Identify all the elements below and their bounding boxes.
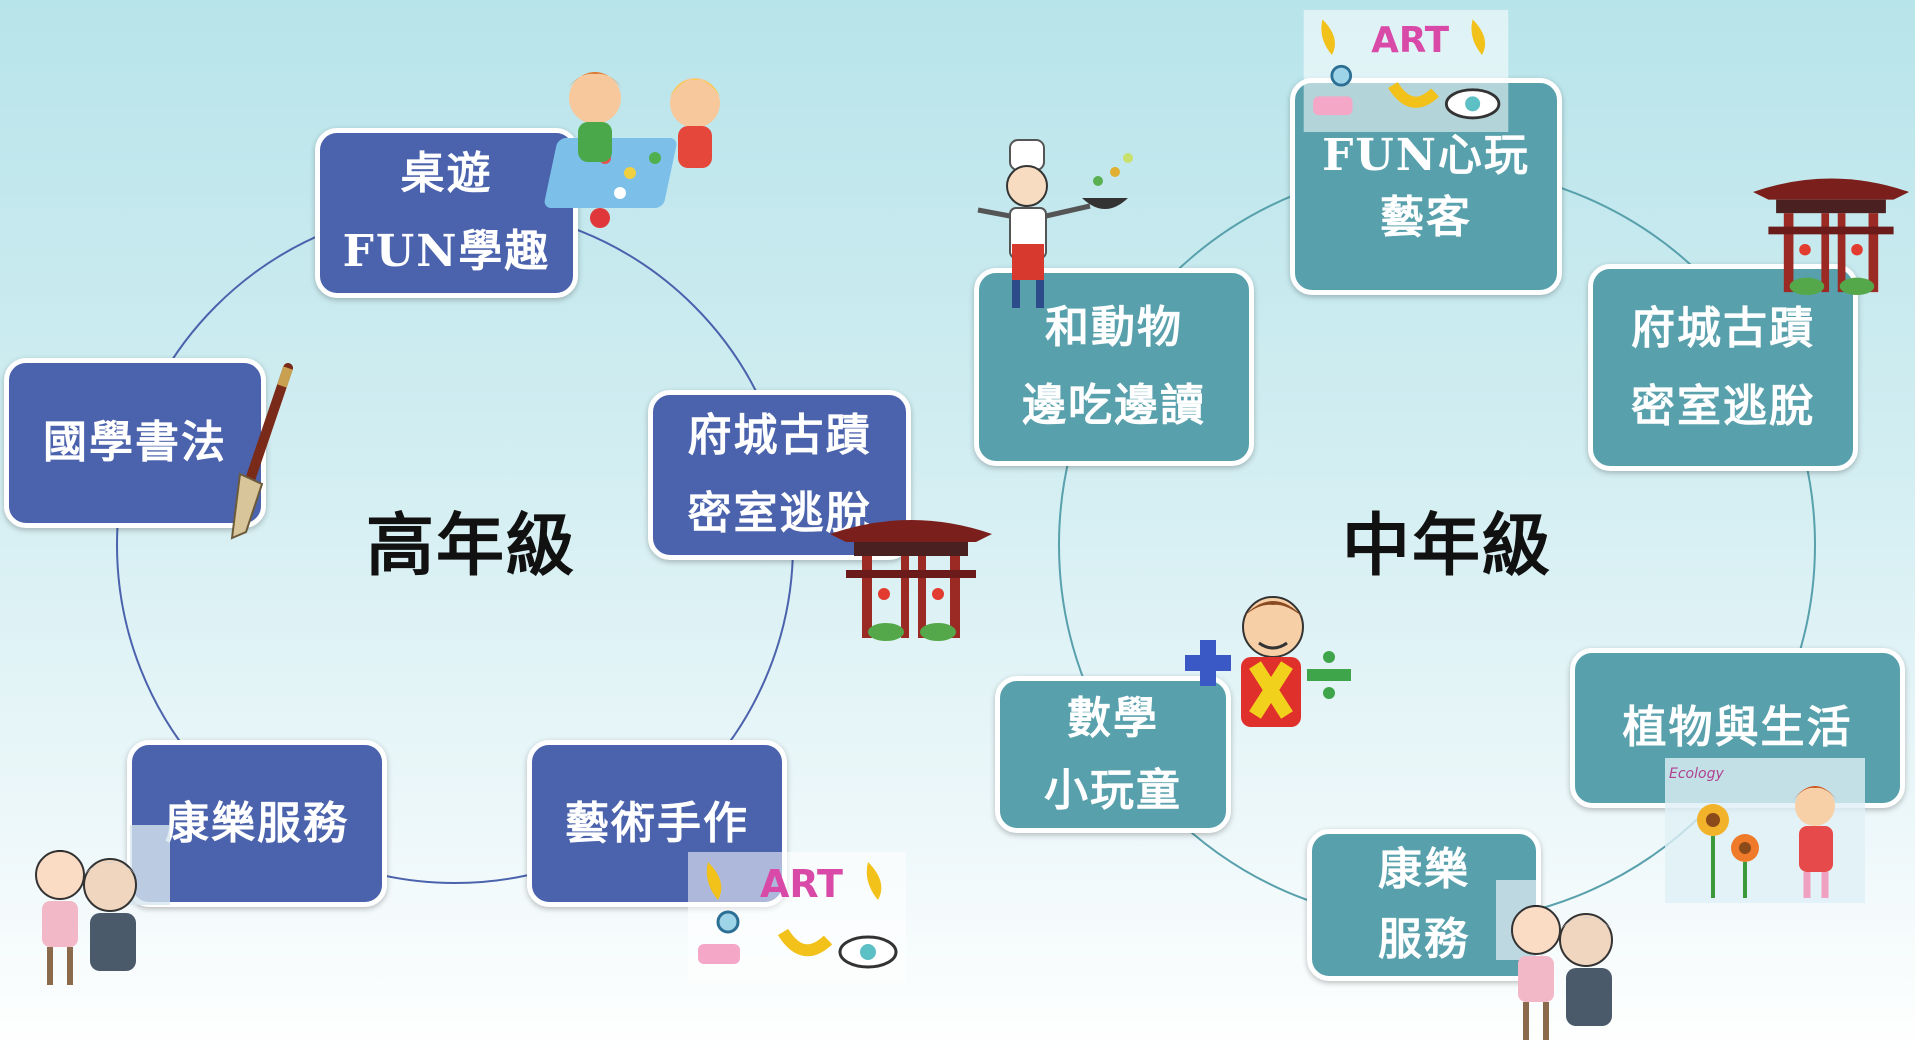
node-recreation-service-senior: 康樂服務 bbox=[127, 740, 387, 907]
chef-cooking-illustration bbox=[977, 139, 1133, 308]
art-sticker-label: ART bbox=[760, 862, 843, 906]
grandma-and-girl-illustration bbox=[35, 825, 170, 985]
node-label-line: 國學書法 bbox=[43, 417, 227, 468]
node-calligraphy: 國學書法 bbox=[4, 358, 266, 528]
node-escape-room-senior: 府城古蹟 密室逃脫 bbox=[648, 390, 911, 560]
node-label-line: 邊吃邊讀 bbox=[1022, 380, 1206, 431]
node-label-line: 桌遊 bbox=[400, 148, 493, 199]
node-label-line: 植物與生活 bbox=[1622, 702, 1853, 753]
girl-with-flowers-illustration: Ecology bbox=[1665, 758, 1865, 903]
node-label-line: FUN心玩 bbox=[1322, 129, 1530, 181]
senior-grade-title: 高年級 bbox=[366, 506, 577, 586]
node-label-line: 小玩童 bbox=[1044, 764, 1182, 816]
plant-caption: Ecology bbox=[1669, 766, 1724, 782]
node-label-line: 數學 bbox=[1067, 692, 1159, 744]
node-math-kids: 數學 小玩童 bbox=[995, 676, 1231, 833]
node-label-line: 密室逃脫 bbox=[1631, 380, 1815, 432]
node-label-line: 藝客 bbox=[1380, 191, 1472, 243]
chinese-gate-illustration bbox=[830, 520, 992, 641]
art-sticker-illustration: ART bbox=[1303, 10, 1509, 132]
node-label-line: 府城古蹟 bbox=[1631, 302, 1815, 354]
middle-grade-title: 中年級 bbox=[1342, 506, 1553, 586]
art-sticker-label: ART bbox=[1371, 20, 1449, 61]
node-label-line: 康樂服務 bbox=[165, 797, 349, 849]
node-label-line: 和動物 bbox=[1045, 302, 1183, 353]
node-escape-room-middle: 府城古蹟 密室逃脫 bbox=[1588, 264, 1858, 471]
node-label-line: 密室逃脫 bbox=[687, 488, 872, 539]
node-label-line: 藝術手作 bbox=[565, 797, 749, 849]
grandma-and-girl-illustration bbox=[1496, 880, 1613, 1040]
chinese-gate-illustration bbox=[1753, 178, 1909, 295]
node-label-line: 康樂 bbox=[1378, 844, 1470, 895]
art-sticker-illustration: ART bbox=[688, 852, 906, 982]
node-label-line: FUN學趣 bbox=[342, 226, 551, 277]
node-label-line: 府城古蹟 bbox=[687, 410, 872, 461]
node-label-line: 服務 bbox=[1378, 914, 1470, 965]
node-board-games: 桌遊 FUN學趣 bbox=[315, 128, 578, 298]
node-animals-eat-read: 和動物 邊吃邊讀 bbox=[974, 268, 1254, 466]
calligraphy-brush-icon bbox=[230, 363, 293, 540]
math-symbols-boy-illustration bbox=[1185, 596, 1351, 727]
kids-boardgame-illustration bbox=[544, 72, 720, 228]
